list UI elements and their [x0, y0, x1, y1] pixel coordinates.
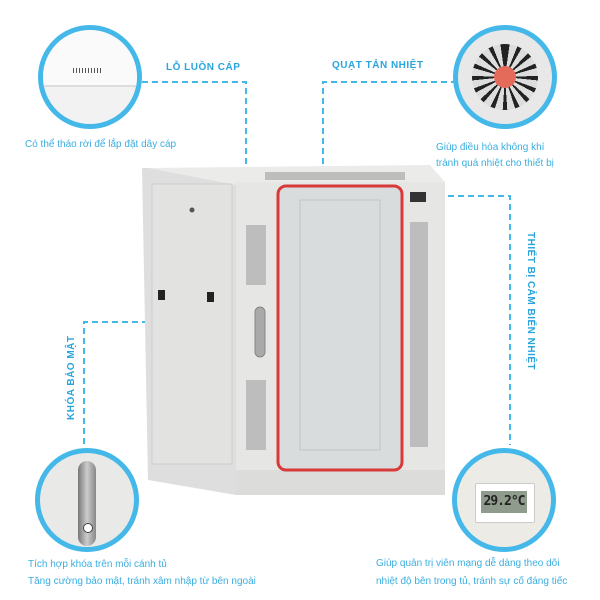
fan-desc-line2: tránh quá nhiệt cho thiết bị [436, 158, 554, 169]
connector-lines [83, 81, 511, 445]
lock-closeup [35, 448, 139, 552]
fan-desc-line1: Giúp điều hòa không khí [436, 142, 545, 153]
lock-desc-line2: Tăng cường bảo mật, tránh xâm nhập từ bê… [28, 576, 256, 587]
cable-desc: Có thể tháo rời để lắp đặt dây cáp [25, 139, 177, 150]
sensor-desc-line1: Giúp quản trị viên mạng dễ dàng theo dõi [376, 558, 560, 569]
fan-icon [472, 44, 538, 110]
sensor-desc-line2: nhiệt độ bên trong tủ, tránh sự cố đáng … [376, 576, 568, 587]
sensor-closeup: 29.2°C [452, 448, 556, 552]
cable-port-icon [43, 30, 137, 87]
fan-title: QUẠT TẢN NHIỆT [332, 60, 424, 71]
cable-title: LỖ LUỒN CÁP [166, 62, 241, 73]
lock-desc-line1: Tích hợp khóa trên mỗi cánh tủ [28, 559, 167, 570]
sensor-reading: 29.2°C [481, 491, 527, 513]
thermometer-display-icon: 29.2°C [475, 483, 535, 523]
fan-closeup [453, 25, 557, 129]
lock-handle-icon [78, 461, 96, 546]
sensor-title: THIẾT BỊ CẢM BIẾN NHIỆT [525, 232, 536, 371]
lock-title: KHÓA BẢO MẬT [66, 335, 77, 420]
cable-port-closeup [38, 25, 142, 129]
